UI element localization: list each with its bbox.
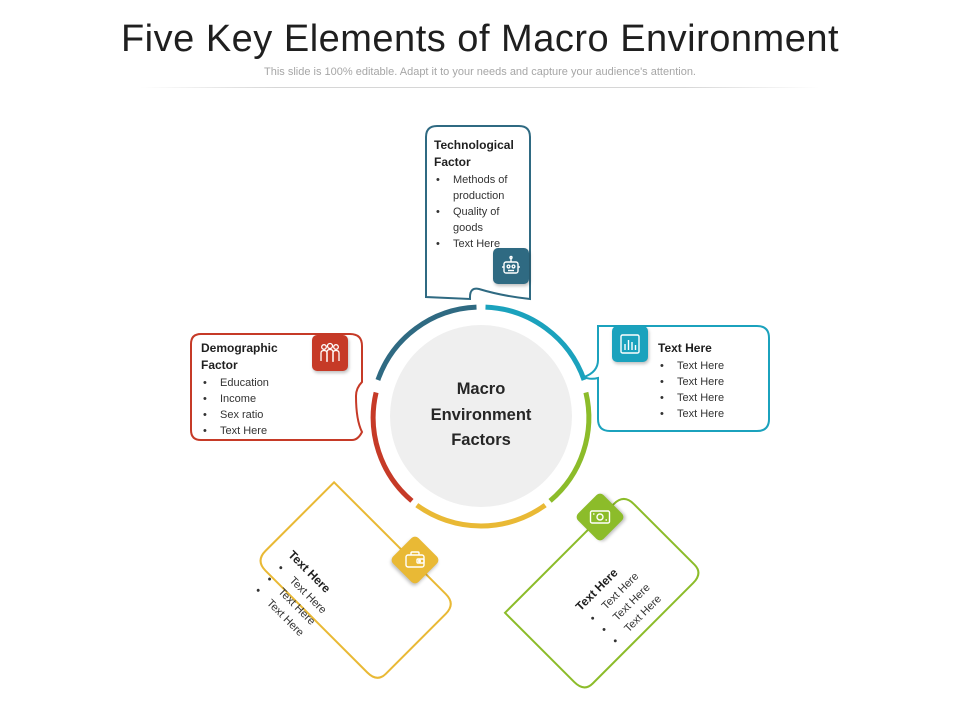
demographic-item: Sex ratio <box>201 407 311 423</box>
people-icon <box>312 335 348 371</box>
right-list: Text Here Text Here Text Here Text Here <box>658 358 762 422</box>
ring-arc-bottom-left <box>415 503 547 529</box>
right-item: Text Here <box>658 406 762 422</box>
card-bottom-right <box>503 497 700 689</box>
ring-arc-bottom-right <box>548 391 592 503</box>
technological-content: Technological Factor Methods of producti… <box>434 137 526 252</box>
title-divider <box>140 87 820 88</box>
money-icon <box>574 491 626 543</box>
demographic-list: Education Income Sex ratio Text Here <box>201 375 311 439</box>
center-circle <box>390 325 572 507</box>
demographic-content: Demographic Factor Education Income Sex … <box>201 340 311 439</box>
demographic-heading-line1: Demographic <box>201 341 278 355</box>
demographic-item: Education <box>201 375 311 391</box>
center-label-line2: Environment <box>430 405 532 424</box>
ring-arc-demographic <box>370 391 414 503</box>
technological-item: Text Here <box>434 236 526 252</box>
technological-item: Quality of goods <box>434 204 526 236</box>
card-bottom-left <box>259 480 452 679</box>
demographic-heading-line2: Factor <box>201 358 238 372</box>
right-item: Text Here <box>658 374 762 390</box>
bar-chart-icon <box>612 326 648 362</box>
center-label-line3: Factors <box>451 431 511 449</box>
demographic-heading: Demographic Factor <box>201 340 311 374</box>
ring-arc-technological <box>375 304 477 381</box>
center-label: Macro Environment Factors <box>391 377 571 454</box>
right-item: Text Here <box>658 358 762 374</box>
right-item: Text Here <box>658 390 762 406</box>
center-label-line1: Macro <box>456 380 506 398</box>
technological-item: Methods of production <box>434 172 526 204</box>
technological-heading: Technological Factor <box>434 137 526 171</box>
slide-title: Five Key Elements of Macro Environment <box>120 18 840 60</box>
right-content: Text Here Text Here Text Here Text Here … <box>658 340 762 422</box>
slide-subtitle: This slide is 100% editable. Adapt it to… <box>264 66 696 78</box>
technological-list: Methods of production Quality of goods T… <box>434 172 526 252</box>
demographic-item: Income <box>201 391 311 407</box>
technological-heading-line1: Technological <box>434 138 514 152</box>
wallet-icon <box>389 534 441 586</box>
demographic-item: Text Here <box>201 423 311 439</box>
right-heading: Text Here <box>658 341 712 355</box>
robot-icon <box>493 248 529 284</box>
technological-heading-line2: Factor <box>434 155 471 169</box>
ring-arc-right <box>485 304 587 381</box>
